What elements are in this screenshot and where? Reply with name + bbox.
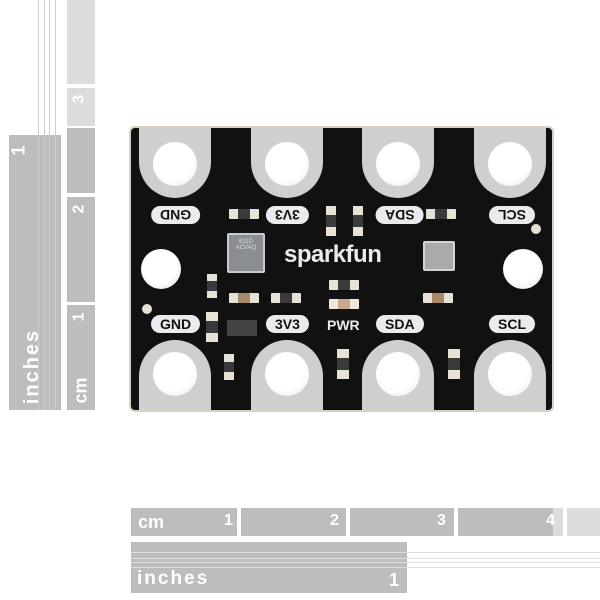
pad-bottom-sda — [362, 340, 434, 410]
chip-marking-2: ACVAQ — [235, 245, 257, 251]
label-top-gnd: GND — [151, 206, 201, 224]
vertical-inches-block — [9, 135, 61, 410]
sparkfun-board: GND 3V3 SDA SCL GND 3V3 PWR SDA SCL spar… — [131, 128, 552, 410]
sensor-chip: 811D ACVAQ — [227, 233, 265, 273]
horizontal-cm-label: cm — [138, 512, 165, 532]
horizontal-cm-block-3 — [350, 508, 454, 536]
label-top-scl: SCL — [489, 206, 535, 224]
vertical-inches-tick-1: 1 — [8, 145, 29, 156]
horizontal-ruler-lines — [131, 552, 600, 568]
mount-hole — [153, 142, 197, 186]
vertical-cm-block-2 — [67, 197, 95, 302]
horizontal-inches-label: inches — [137, 568, 210, 589]
label-bottom-scl: SCL — [489, 315, 535, 333]
capacitor — [423, 293, 453, 303]
pressure-sensor — [423, 241, 455, 271]
sparkfun-logo: sparkfun — [284, 241, 382, 268]
label-bottom-gnd: GND — [151, 315, 201, 333]
pad-bottom-scl — [474, 340, 546, 410]
mount-hole — [265, 352, 309, 396]
label-bottom-3v3: 3V3 — [266, 315, 309, 333]
pad-top-gnd — [139, 128, 211, 198]
fiducial-right — [531, 224, 541, 234]
resistor — [229, 209, 259, 219]
vertical-cm-tick-2: 2 — [70, 204, 88, 214]
resistor — [329, 280, 359, 290]
vertical-cm-tick-3: 3 — [70, 94, 88, 104]
vertical-cm-block-1 — [67, 305, 95, 410]
side-hole-left — [141, 249, 181, 289]
mount-hole — [376, 142, 420, 186]
vertical-ruler-lines — [38, 0, 56, 410]
vertical-inches-label: inches — [21, 328, 44, 405]
vertical-cm-block-3b — [67, 88, 95, 126]
mount-hole — [488, 352, 532, 396]
vertical-cm-block-3 — [67, 128, 95, 193]
resistor — [207, 274, 217, 298]
side-hole-right — [503, 249, 543, 289]
resistor — [224, 354, 234, 380]
capacitor — [229, 293, 259, 303]
pwr-led — [329, 299, 359, 309]
label-top-sda: SDA — [376, 206, 424, 224]
label-pwr: PWR — [327, 317, 360, 333]
resistor — [426, 209, 456, 219]
mount-hole — [376, 352, 420, 396]
label-top-3v3: 3V3 — [266, 206, 309, 224]
horizontal-cm-tick-3: 3 — [437, 512, 446, 529]
chip-marking-1: 811D — [239, 239, 253, 245]
horizontal-cm-block-5 — [567, 508, 600, 536]
vertical-cm-label: cm — [70, 377, 91, 404]
mount-hole — [153, 352, 197, 396]
pad-bottom-3v3 — [251, 340, 323, 410]
horizontal-cm-block-2 — [241, 508, 346, 536]
transistor — [227, 320, 257, 336]
pad-bottom-gnd — [139, 340, 211, 410]
diode — [448, 349, 460, 379]
mount-hole — [265, 142, 309, 186]
vertical-cm-block-4 — [67, 0, 95, 84]
pad-top-3v3 — [251, 128, 323, 198]
diode — [206, 312, 218, 342]
diode — [337, 349, 349, 379]
label-bottom-sda: SDA — [376, 315, 424, 333]
mount-hole — [488, 142, 532, 186]
horizontal-cm-tick-2: 2 — [330, 512, 339, 529]
pad-top-sda — [362, 128, 434, 198]
horizontal-cm-block-4 — [458, 508, 553, 536]
resistor — [353, 206, 363, 236]
horizontal-cm-block-1 — [131, 508, 237, 536]
horizontal-cm-block-4b — [553, 508, 563, 536]
resistor — [271, 293, 301, 303]
resistor — [326, 206, 336, 236]
horizontal-inches-tick-1: 1 — [389, 570, 400, 590]
horizontal-cm-tick-1: 1 — [224, 512, 233, 529]
pad-top-scl — [474, 128, 546, 198]
vertical-cm-tick-1: 1 — [70, 312, 88, 322]
fiducial-left — [142, 304, 152, 314]
horizontal-cm-tick-4: 4 — [546, 512, 555, 529]
